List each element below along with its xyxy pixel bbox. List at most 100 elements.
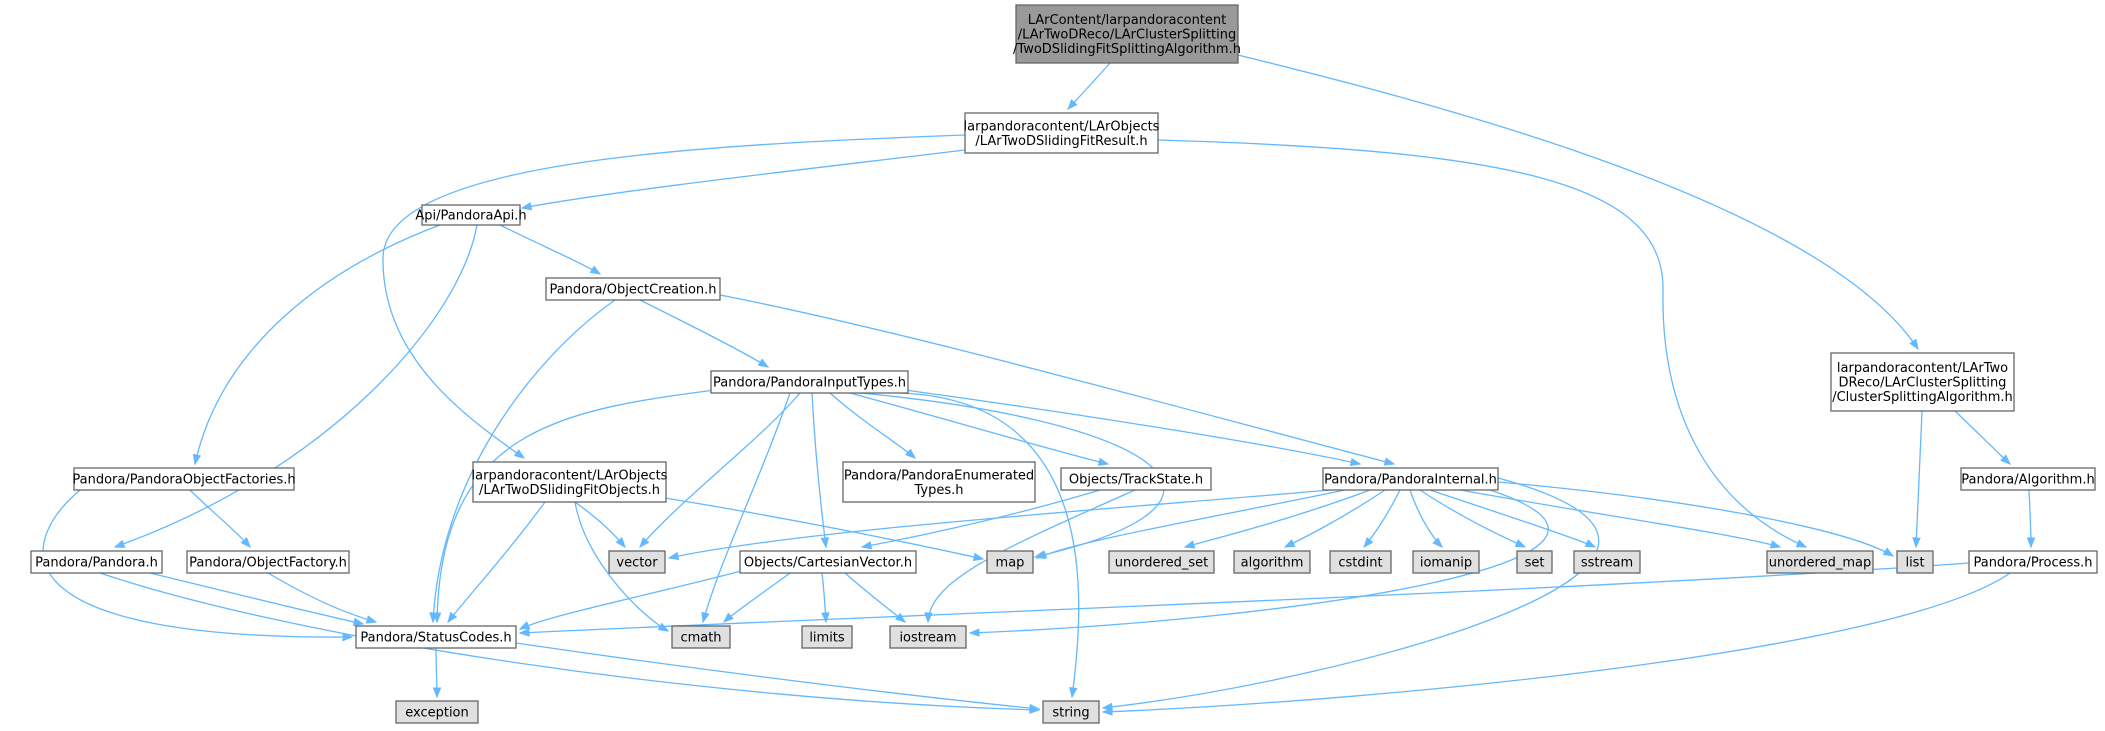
- node-objectfactories[interactable]: Pandora/PandoraObjectFactories.h: [72, 467, 296, 491]
- edge-inputtypes-to-cmath: [701, 392, 791, 624]
- node-label: iomanip: [1420, 556, 1472, 571]
- edge-pandoraapi-to-objectcreation: [499, 224, 602, 275]
- node-cartesian[interactable]: Objects/CartesianVector.h: [739, 550, 917, 574]
- edge-line: [574, 501, 669, 632]
- edge-line: [436, 389, 716, 623]
- edge-statuscodes-to-exception: [432, 647, 442, 699]
- edge-line: [574, 501, 626, 548]
- node-pandoraapi[interactable]: Api/PandoraApi.h: [415, 204, 527, 226]
- arrowhead-icon: [352, 617, 365, 627]
- edge-cartesian-to-cmath: [722, 572, 791, 623]
- node-algorithm: algorithm: [1233, 550, 1311, 574]
- node-label: iostream: [899, 631, 956, 646]
- node-label: LArContent/larpandoracontent: [1028, 13, 1227, 28]
- node-trackstate[interactable]: Objects/TrackState.h: [1060, 467, 1212, 491]
- node-label: map: [996, 556, 1025, 571]
- arrowhead-icon: [924, 612, 933, 624]
- node-label: larpandoracontent/LArTwo: [1837, 361, 2008, 376]
- node-process[interactable]: Pandora/Process.h: [1968, 550, 2098, 574]
- node-label: Pandora/StatusCodes.h: [360, 631, 511, 646]
- edge-line: [1036, 489, 1346, 559]
- node-box: [1573, 550, 1641, 574]
- node-label: larpandoracontent/LArObjects: [472, 468, 668, 483]
- edge-pandoraapi-to-pandora_h: [113, 224, 478, 548]
- node-label: unordered_set: [1115, 556, 1208, 571]
- node-vector: vector: [608, 550, 666, 574]
- edge-line: [668, 489, 1331, 559]
- node-box: [186, 550, 350, 574]
- edge-slidingfitobjects-to-statuscodes: [447, 501, 546, 624]
- arrowhead-icon: [1912, 537, 1921, 549]
- edge-internal-to-iostream: [968, 489, 1549, 637]
- node-unordered_map: unordered_map: [1766, 550, 1874, 574]
- node-map: map: [986, 550, 1034, 574]
- node-pandora_h[interactable]: Pandora/Pandora.h: [30, 550, 163, 574]
- nodes-layer: LArContent/larpandoracontent/LArTwoDReco…: [30, 4, 2098, 724]
- node-sstream: sstream: [1573, 550, 1641, 574]
- edge-line: [521, 149, 966, 209]
- arrowhead-icon: [1432, 537, 1443, 548]
- node-label: exception: [405, 706, 469, 721]
- arrowhead-icon: [1029, 703, 1041, 713]
- edge-line: [904, 389, 1361, 465]
- node-box: [30, 550, 163, 574]
- node-box: [1042, 700, 1100, 724]
- edge-line: [1102, 572, 2011, 713]
- node-statuscodes[interactable]: Pandora/StatusCodes.h: [355, 625, 517, 649]
- node-clustersplitting[interactable]: larpandoracontent/LArTwoDReco/LArCluster…: [1830, 352, 2015, 412]
- node-label: DReco/LArClusterSplitting: [1839, 376, 2007, 391]
- edge-objectfactory-to-statuscodes: [267, 572, 378, 624]
- edge-objectcreation-to-statuscodes: [429, 299, 616, 624]
- node-objectfactory[interactable]: Pandora/ObjectFactory.h: [186, 550, 350, 574]
- arrowhead-icon: [1795, 539, 1808, 548]
- edge-root-to-clustersplitting: [1237, 54, 1919, 351]
- edge-objectcreation-to-inputtypes: [639, 299, 770, 368]
- node-algorithm_h[interactable]: Pandora/Algorithm.h: [1960, 467, 2096, 491]
- node-label: limits: [809, 631, 845, 646]
- node-box: [842, 461, 1036, 503]
- edge-inputtypes-to-trackstate: [849, 392, 1110, 466]
- edge-line: [515, 642, 1040, 710]
- node-box: [73, 467, 295, 491]
- node-slidingfitobjects[interactable]: larpandoracontent/LArObjects/LArTwoDSlid…: [472, 461, 668, 503]
- arrowhead-icon: [820, 537, 829, 549]
- edge-line: [99, 572, 1040, 711]
- arrowhead-icon: [757, 358, 770, 368]
- node-box: [710, 370, 909, 394]
- node-label: Api/PandoraApi.h: [415, 209, 526, 224]
- node-cstdint: cstdint: [1329, 550, 1392, 574]
- edge-inputtypes-to-internal: [904, 389, 1362, 467]
- edge-internal-to-string: [1101, 477, 1600, 712]
- node-root[interactable]: LArContent/larpandoracontent/LArTwoDReco…: [1013, 4, 1241, 64]
- node-box: [1329, 550, 1392, 574]
- edge-slidingfitresult-to-unordered_map: [1157, 139, 1808, 548]
- arrowhead-icon: [1584, 539, 1597, 548]
- edge-statuscodes-to-string: [515, 642, 1041, 713]
- edge-line: [382, 134, 966, 459]
- edge-cartesian-to-statuscodes: [518, 569, 746, 630]
- edge-line: [1184, 489, 1371, 548]
- arrowhead-icon: [1101, 707, 1113, 716]
- edge-objectcreation-to-internal: [719, 294, 1396, 466]
- edge-inputtypes-to-cartesian: [811, 392, 829, 549]
- edge-line: [844, 572, 906, 623]
- node-box: [1960, 467, 2096, 491]
- edge-internal-to-algorithm: [1283, 489, 1386, 548]
- node-label: Types.h: [913, 483, 963, 498]
- node-box: [472, 461, 667, 503]
- node-slidingfitresult[interactable]: larpandoracontent/LArObjects/LArTwoDSlid…: [964, 112, 1160, 154]
- edge-line: [1157, 139, 1807, 548]
- arrowhead-icon: [1035, 550, 1048, 559]
- node-box: [1412, 550, 1480, 574]
- node-box: [1766, 550, 1874, 574]
- node-objectcreation[interactable]: Pandora/ObjectCreation.h: [545, 277, 721, 301]
- node-unordered_set: unordered_set: [1108, 550, 1215, 574]
- node-label: cstdint: [1338, 556, 1382, 571]
- node-label: Pandora/Process.h: [1973, 556, 2092, 571]
- node-label: string: [1052, 706, 1089, 721]
- node-internal[interactable]: Pandora/PandoraInternal.h: [1322, 467, 1499, 491]
- node-inputtypes[interactable]: Pandora/PandoraInputTypes.h: [710, 370, 909, 394]
- edge-process-to-string: [1101, 572, 2011, 716]
- node-box: [421, 204, 521, 226]
